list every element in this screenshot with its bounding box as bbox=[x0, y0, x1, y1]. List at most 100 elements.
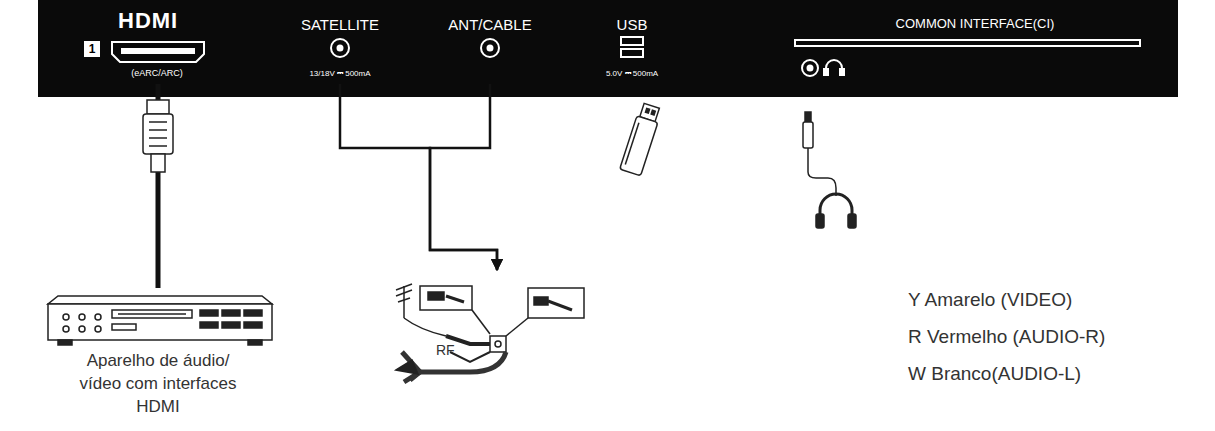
antenna-socket bbox=[396, 290, 412, 296]
legend-note: Y Amarelo (VIDEO) bbox=[908, 289, 1072, 311]
satellite-bracket bbox=[339, 97, 341, 100]
usb-port bbox=[621, 49, 643, 57]
hdmi-plug bbox=[147, 100, 169, 114]
port-text: COMMON INTERFACE(CI) bbox=[790, 16, 1160, 32]
satellite-port-label: SATELLITE13/18V ⎓ 500mA bbox=[290, 4, 390, 84]
antenna-jack bbox=[488, 46, 493, 51]
headphones bbox=[803, 122, 813, 148]
audio-video-device bbox=[112, 310, 192, 318]
antenna-socket bbox=[450, 352, 490, 362]
rf-socket: RF bbox=[380, 262, 595, 377]
audio-video-device bbox=[244, 310, 262, 316]
antenna-socket bbox=[495, 341, 501, 347]
audio-video-device bbox=[79, 326, 85, 332]
hdmi-plug bbox=[143, 114, 173, 154]
hdmi-port bbox=[84, 41, 100, 57]
audio-video-device bbox=[118, 313, 186, 315]
port-text: Aparelho de áudio/ vídeo com interfaces … bbox=[66, 350, 250, 419]
audio-video-device bbox=[63, 314, 69, 320]
audio-video-device bbox=[200, 322, 218, 328]
audio-video-device bbox=[95, 326, 101, 332]
antenna-socket bbox=[398, 298, 410, 302]
audio-video-device bbox=[48, 296, 272, 345]
audio-video-device bbox=[63, 326, 69, 332]
satellite-bracket bbox=[489, 97, 491, 100]
hdmi-port-label: HDMI 1 (eARC/ARC) bbox=[78, 4, 238, 84]
port-text: 5.0V ⎓ 500mA bbox=[572, 69, 692, 79]
usb-port bbox=[621, 37, 643, 57]
ci-slot bbox=[795, 40, 1140, 46]
antenna-jack bbox=[481, 39, 499, 57]
satellite-jack bbox=[331, 39, 349, 57]
antenna-socket bbox=[396, 360, 418, 374]
headphones bbox=[803, 112, 856, 228]
hdmi-port bbox=[84, 41, 204, 62]
antenna-socket bbox=[472, 310, 490, 334]
headphone-jack bbox=[808, 66, 813, 71]
antenna-socket bbox=[404, 352, 506, 382]
usb-stick bbox=[645, 108, 649, 113]
legend-note: W Branco(AUDIO-L) bbox=[908, 363, 1081, 385]
port-text: ANT/CABLE bbox=[440, 16, 540, 34]
port-text: HDMI bbox=[118, 8, 218, 34]
usb-stick bbox=[651, 110, 655, 115]
headphones bbox=[848, 214, 856, 228]
antenna-socket bbox=[548, 301, 572, 310]
port-text: 13/18V ⎓ 500mA bbox=[280, 69, 400, 79]
usb-stick bbox=[620, 102, 663, 175]
headphones bbox=[808, 148, 836, 196]
antenna-socket bbox=[404, 318, 446, 336]
hdmi-plug bbox=[149, 145, 167, 147]
usb-stick bbox=[620, 116, 658, 176]
antenna-socket bbox=[403, 286, 405, 318]
headphone-jack bbox=[802, 60, 844, 76]
rf-cable bbox=[340, 84, 497, 270]
audio-video-device bbox=[79, 314, 85, 320]
audio-video-device bbox=[222, 322, 240, 328]
headphone-jack bbox=[840, 69, 844, 75]
antenna-socket bbox=[506, 318, 528, 336]
antenna-socket bbox=[528, 288, 584, 318]
legend-note: R Vermelho (AUDIO-R) bbox=[908, 326, 1105, 348]
audio-video-device bbox=[244, 322, 262, 328]
headphone-jack bbox=[802, 60, 818, 76]
headphones bbox=[816, 214, 824, 228]
device-caption: Aparelho de áudio/ vídeo com interfaces … bbox=[38, 288, 278, 428]
port-text: (eARC/ARC) bbox=[112, 68, 202, 79]
antenna-socket bbox=[396, 284, 584, 382]
port-text: SATELLITE bbox=[290, 16, 390, 34]
usb-port bbox=[621, 37, 643, 45]
headphones bbox=[820, 194, 852, 226]
hdmi-plug bbox=[149, 137, 167, 139]
audio-video-device bbox=[48, 296, 272, 304]
hdmi-port bbox=[121, 48, 195, 54]
hdmi-plug bbox=[143, 100, 173, 172]
port-text: RF bbox=[436, 342, 466, 359]
antenna-socket bbox=[428, 292, 444, 300]
antenna-jack bbox=[481, 39, 499, 57]
hdmi-plug bbox=[149, 129, 167, 131]
audio-video-device bbox=[248, 340, 262, 345]
satellite-jack bbox=[338, 46, 343, 51]
audio-video-device bbox=[200, 310, 218, 316]
antenna-socket bbox=[534, 297, 548, 305]
hdmi-plug bbox=[149, 121, 167, 123]
hdmi-port bbox=[112, 42, 204, 62]
antenna-port-label: ANT/CABLE bbox=[440, 4, 540, 84]
audio-video-device bbox=[48, 304, 272, 340]
antenna-socket bbox=[490, 336, 506, 352]
antenna-socket bbox=[446, 296, 464, 302]
port-text: USB bbox=[582, 16, 682, 34]
satellite-bracket bbox=[340, 97, 490, 100]
audio-video-device bbox=[222, 310, 240, 316]
antenna-socket bbox=[420, 286, 472, 310]
port-text: 1 bbox=[84, 42, 100, 56]
headphones bbox=[805, 112, 811, 122]
audio-video-device bbox=[112, 324, 136, 330]
ci-slot-label: COMMON INTERFACE(CI) bbox=[790, 4, 1160, 36]
usb-port-label: USB5.0V ⎓ 500mA bbox=[582, 4, 682, 84]
satellite-jack bbox=[331, 39, 349, 57]
hdmi-plug bbox=[151, 154, 165, 172]
usb-stick bbox=[625, 123, 639, 165]
